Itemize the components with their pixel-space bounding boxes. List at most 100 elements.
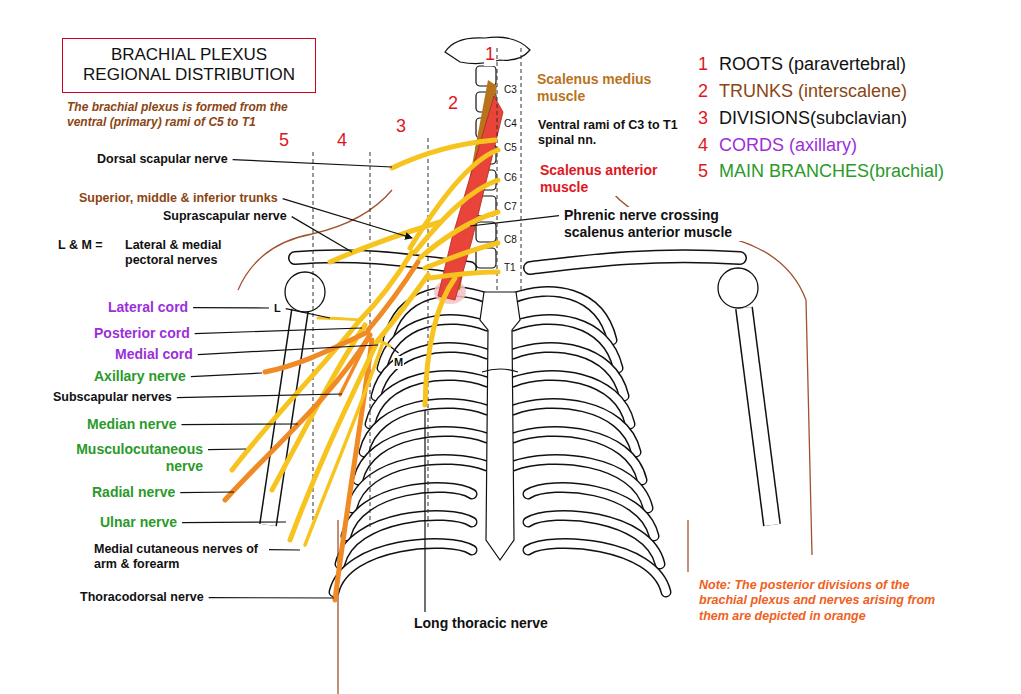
title-text: BRACHIAL PLEXUS REGIONAL DISTRIBUTION <box>83 45 295 84</box>
divider-line <box>428 138 429 530</box>
dorsal-scapular-nerve <box>392 140 495 168</box>
annotation-text: Lateral cord <box>107 299 189 316</box>
annotation-text: CORDS (axillary) <box>718 135 858 157</box>
right-shoulder-outline <box>612 192 812 555</box>
leader-line <box>209 597 334 599</box>
annotation-text: Note: The posterior divisions of the bra… <box>698 578 938 624</box>
region-dividers <box>313 48 521 530</box>
humerus-outline <box>744 308 772 525</box>
annotation-text: Axillary nerve <box>93 368 187 385</box>
leader-line <box>470 216 559 226</box>
annotation-text: Ventral rami of C3 to T1 spinal nn. <box>537 118 687 149</box>
rib-outline <box>528 543 666 592</box>
leader-line <box>424 410 425 612</box>
humeral-head <box>285 272 325 312</box>
ulnar-nerve <box>290 340 378 540</box>
callout-number: 1 <box>484 44 496 66</box>
leader-line <box>198 345 378 355</box>
annotation-text: Dorsal scapular nerve <box>96 152 229 167</box>
annotation-text: Median nerve <box>86 416 177 433</box>
annotation-text: Suprascapular nerve <box>162 209 288 224</box>
callout-number: 5 <box>697 161 709 183</box>
callout-number: 3 <box>395 116 407 138</box>
leader-line <box>233 160 392 167</box>
vertebra-label: C6 <box>503 172 518 184</box>
annotation-text: L <box>273 302 282 315</box>
medial-cutaneous-nerves <box>305 345 382 545</box>
leader-line <box>286 309 330 318</box>
leader-line <box>193 307 269 309</box>
callout-number: 4 <box>336 130 348 152</box>
leader-line <box>181 423 298 425</box>
annotation-text: Scalenus anterior muscle <box>539 162 674 196</box>
rib-outline <box>334 543 472 592</box>
callout-number: 2 <box>447 93 459 115</box>
annotation-text: Medial cord <box>114 346 194 363</box>
left-torso-outline <box>337 520 338 694</box>
vertebra-label: C5 <box>503 142 518 154</box>
annotation-text: Scalenus medius muscle <box>536 71 661 105</box>
rib-fill <box>334 543 472 592</box>
vertebra-label: C8 <box>503 234 518 246</box>
root-c8 <box>425 243 498 268</box>
leader-line <box>208 448 246 450</box>
callout-number: 1 <box>697 54 709 76</box>
thoracodorsal-nerve <box>335 340 372 600</box>
medial-cord <box>378 275 428 340</box>
root-c7 <box>420 212 498 258</box>
leader-line <box>283 199 412 238</box>
humeral-head <box>718 268 758 308</box>
annotation-text: The brachial plexus is formed from the v… <box>66 100 328 129</box>
annotation-text: Musculocutaneous nerve <box>54 441 204 475</box>
leader-line <box>195 328 362 334</box>
annotation-text: Posterior cord <box>93 325 191 342</box>
root-t1 <box>430 272 498 278</box>
clavicles <box>295 256 740 268</box>
right-torso-outline <box>687 520 688 572</box>
divider-line <box>497 48 498 292</box>
clavicle-fill <box>530 256 740 268</box>
long-thoracic-nerve <box>425 278 455 405</box>
annotation-text: Subscapular nerves <box>52 390 173 405</box>
annotation-text: M <box>393 356 404 369</box>
leader-line <box>391 347 399 353</box>
leader-line <box>180 491 234 493</box>
annotation-text: Radial nerve <box>91 484 176 501</box>
divider-line <box>313 152 314 530</box>
annotation-text: TRUNKS (interscalene) <box>718 81 908 103</box>
rib-fill <box>528 543 666 592</box>
annotation-text: MAIN BRANCHES(brachial) <box>718 161 945 183</box>
leader-line <box>269 549 300 551</box>
callout-number: 2 <box>697 81 709 103</box>
sternum <box>480 292 520 560</box>
suprascapular-nerve <box>330 222 440 262</box>
vertebra-label: C3 <box>503 84 518 96</box>
leader-line <box>292 217 352 252</box>
vertebra-label: C7 <box>503 201 518 213</box>
clavicle-outline <box>530 256 740 268</box>
annotation-text: DIVISIONS(subclavian) <box>718 108 908 130</box>
annotation-text: Phrenic nerve crossing scalenus anterior… <box>563 207 758 241</box>
leader-line <box>191 373 262 377</box>
vertebra-label: T1 <box>503 262 517 274</box>
vertebra <box>476 66 496 86</box>
annotation-text: Long thoracic nerve <box>413 615 549 632</box>
humeri <box>268 268 772 525</box>
lateral-pectoral-nerve <box>318 318 360 320</box>
medial-pectoral-nerve <box>378 340 390 346</box>
divider-line <box>521 48 522 292</box>
annotation-text: Medial cutaneous nerves of arm & forearm <box>93 542 265 573</box>
annotation-text: Thoracodorsal nerve <box>79 590 205 605</box>
radial-nerve <box>225 335 370 500</box>
callout-number: 3 <box>697 108 709 130</box>
title-box: BRACHIAL PLEXUS REGIONAL DISTRIBUTION <box>62 38 316 93</box>
annotation-text: ROOTS (paravertebral) <box>718 54 907 76</box>
annotation-text: Ulnar nerve <box>99 514 178 531</box>
annotation-text: Lateral & medial pectoral nerves <box>124 238 244 269</box>
annotation-text: Superior, middle & inferior trunks <box>78 191 279 206</box>
sternal-angle <box>482 369 518 372</box>
leader-line <box>182 521 286 523</box>
callout-number: 5 <box>278 130 290 152</box>
vertebra-label: C4 <box>503 118 518 130</box>
